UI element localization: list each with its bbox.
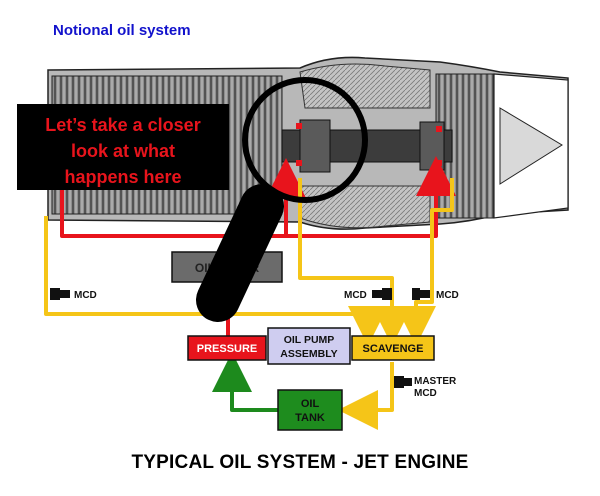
magnifying-glass-icon xyxy=(196,77,368,322)
scavenge-line-center xyxy=(298,178,412,346)
mcd-center-label: MCD xyxy=(344,290,367,301)
mcd-plug-icon xyxy=(412,288,430,300)
bearing-mark xyxy=(296,160,302,166)
mcd-plug-icon xyxy=(394,376,412,388)
mcd-left: MCD xyxy=(50,288,97,301)
callout-line-2: look at what xyxy=(71,141,175,161)
callout-line-3: happens here xyxy=(64,167,181,187)
tank-to-pump-line xyxy=(212,352,278,412)
scavenge-pump-section: SCAVENGE xyxy=(351,335,435,361)
mcd-right: MCD xyxy=(412,288,459,301)
callout-line-1: Let’s take a closer xyxy=(45,115,200,135)
bearing-mark xyxy=(436,160,442,166)
oil-pump-label-line1: OIL PUMP xyxy=(284,334,335,346)
callout-box: Let’s take a closer look at what happens… xyxy=(17,104,229,190)
mcd-master-label-line2: MCD xyxy=(414,388,437,399)
oil-pump-assembly: OIL PUMP ASSEMBLY xyxy=(267,327,351,365)
mcd-left-label: MCD xyxy=(74,290,97,301)
front-bearing-housing xyxy=(299,119,331,173)
scavenge-return-line xyxy=(338,362,394,430)
scavenge-label: SCAVENGE xyxy=(363,343,424,355)
mcd-plug-icon xyxy=(372,288,392,300)
oil-tank: OIL TANK xyxy=(277,389,343,431)
combustor-bottom xyxy=(299,185,431,229)
mcd-master: MASTER MCD xyxy=(394,376,457,399)
bearing-mark xyxy=(296,123,302,129)
pressure-pump-section: PRESSURE xyxy=(187,335,267,361)
bearing-mark xyxy=(436,126,442,132)
oil-tank-label-line1: OIL xyxy=(301,398,320,410)
oil-tank-label-line2: TANK xyxy=(295,412,325,424)
mcd-right-label: MCD xyxy=(436,290,459,301)
combustor-top xyxy=(299,63,431,109)
pressure-label: PRESSURE xyxy=(197,343,258,355)
exhaust-cone xyxy=(499,107,563,185)
oil-pump-label-line2: ASSEMBLY xyxy=(280,348,337,360)
mcd-master-label-line1: MASTER xyxy=(414,376,457,387)
mcd-center: MCD xyxy=(344,288,392,301)
slide-title: Notional oil system xyxy=(53,22,191,39)
scavenge-line-rear xyxy=(396,178,454,346)
diagram-caption: TYPICAL OIL SYSTEM - JET ENGINE xyxy=(131,452,469,473)
mcd-plug-icon xyxy=(50,288,70,300)
